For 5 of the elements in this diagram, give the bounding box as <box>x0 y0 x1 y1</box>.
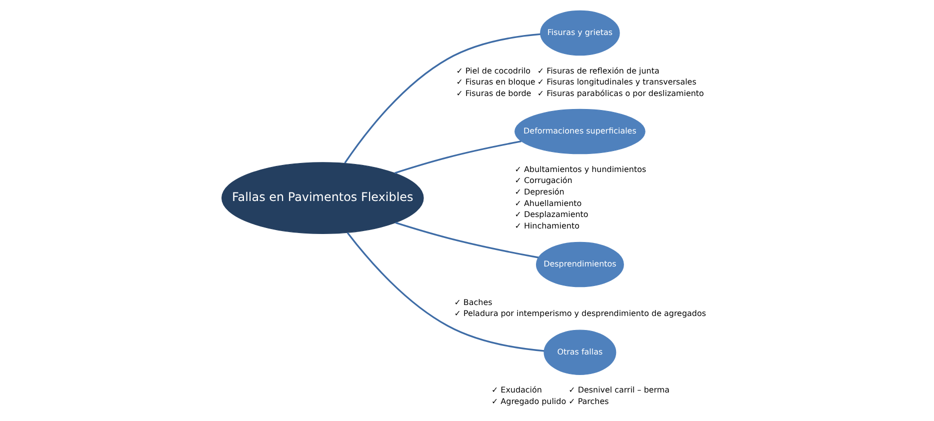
connector <box>395 222 539 258</box>
connector <box>344 33 540 164</box>
connector <box>394 140 522 174</box>
connector <box>346 232 544 352</box>
node-ellipse: Fallas en Pavimentos Flexibles <box>221 162 424 234</box>
